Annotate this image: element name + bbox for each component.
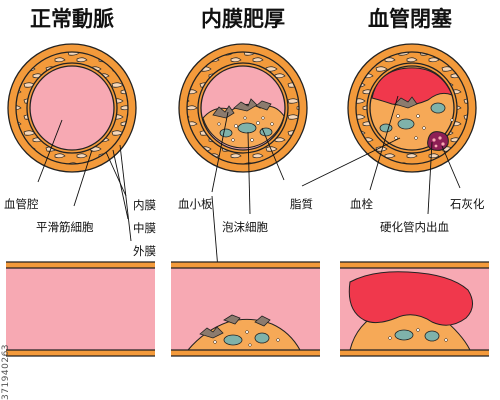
foam-cell-shape [259, 127, 273, 137]
thrombus-shape [348, 271, 473, 326]
lumen-normal [29, 65, 115, 151]
title-intimal-thickening: 内膜肥厚 [201, 7, 285, 31]
foam-cell-shape [397, 118, 415, 130]
title-normal-artery: 正常動脈 [30, 7, 114, 31]
platelet-shape [223, 314, 241, 325]
cross-section-occlusion [347, 43, 477, 173]
foam-cell-shape [430, 102, 446, 114]
calcification-shape [427, 131, 449, 151]
label-foam-cell: 泡沫細胞 [222, 220, 268, 234]
platelet-shape [212, 105, 235, 119]
label-platelet: 血小板 [178, 197, 213, 211]
foam-cell-shape [394, 329, 414, 341]
label-smooth-muscle: 平滑筋細胞 [36, 220, 94, 234]
longitudinal-thickening [171, 261, 320, 357]
title-vascular-occlusion: 血管閉塞 [368, 7, 453, 31]
foam-cell-shape [219, 128, 233, 138]
label-adventitia: 外膜 [133, 244, 156, 258]
calcification-dots [432, 136, 445, 148]
foam-cell-shape [254, 332, 270, 344]
thrombus-shape [371, 67, 453, 106]
platelet-shape [394, 96, 418, 109]
longitudinal-normal [6, 261, 155, 357]
cross-section-thickening [178, 43, 308, 173]
platelet-shape [255, 100, 272, 111]
cross-section-normal [7, 43, 137, 173]
label-hemorrhage: 硬化管内出血 [380, 220, 449, 234]
platelet-shape [254, 315, 271, 327]
label-thrombus: 血栓 [350, 197, 373, 211]
watermark-id: 371940263 [1, 343, 11, 400]
label-media: 中膜 [133, 221, 156, 235]
longitudinal-occlusion [340, 261, 489, 357]
platelet-shape [199, 326, 224, 339]
label-lumen: 血管腔 [4, 197, 39, 211]
label-calcification: 石灰化 [450, 197, 485, 211]
platelet-shape [233, 98, 258, 112]
foam-cell-shape [379, 123, 393, 133]
foam-cell-shape [223, 334, 243, 346]
foam-cell-shape [237, 122, 257, 134]
leader-lines [37, 95, 461, 319]
foam-cell-shape [424, 330, 440, 342]
label-intima: 内膜 [133, 198, 156, 212]
lipid-droplets [217, 116, 274, 142]
label-lipid: 脂質 [290, 197, 313, 211]
lipid-droplets [394, 114, 454, 140]
